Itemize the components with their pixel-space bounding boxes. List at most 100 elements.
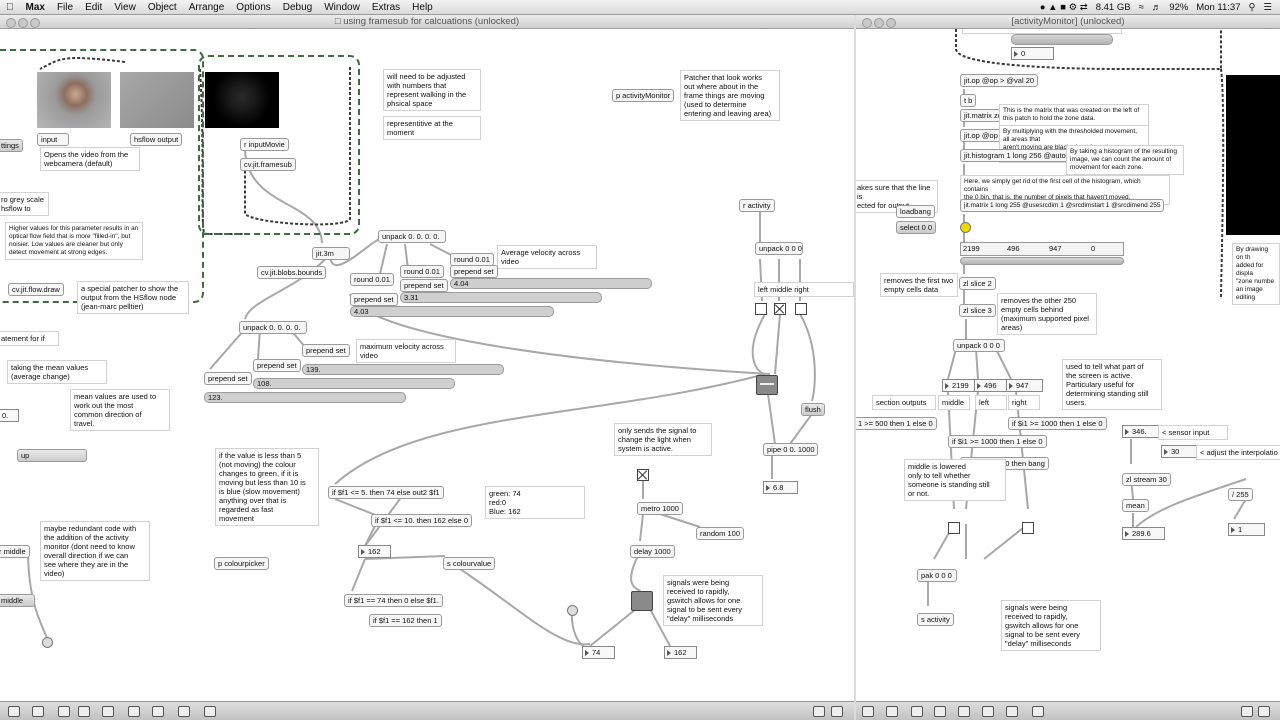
flush-message[interactable]: flush: [801, 403, 825, 416]
settings-message[interactable]: ttings: [0, 139, 23, 152]
menu-arrange[interactable]: Arrange: [181, 1, 225, 13]
prepend-b-object[interactable]: prepend set: [400, 279, 448, 292]
if-500-object[interactable]: 1 >= 500 then 1 else 0: [856, 417, 937, 430]
cv-jit-blobs-bounds-object[interactable]: cv.jit.blobs.bounds: [257, 266, 327, 279]
if-1000b-object[interactable]: if $i1 >= 1000 then 1 else 0: [948, 435, 1047, 448]
zl-slice3-object[interactable]: zl slice 3: [959, 304, 996, 317]
max-velocity-c-display[interactable]: 123.: [204, 392, 406, 403]
r-activity-object[interactable]: r activity: [739, 199, 775, 212]
number-2199[interactable]: 2199: [942, 379, 979, 392]
cv-jit-framesub-object[interactable]: cv.jit.framesub: [240, 158, 296, 171]
apple-icon[interactable]: : [0, 2, 20, 13]
side-grid-icon[interactable]: [911, 706, 923, 717]
prepend-d-object[interactable]: prepend set: [302, 344, 350, 357]
delay-object[interactable]: delay 1000: [630, 545, 675, 558]
presentation-icon[interactable]: [32, 706, 44, 717]
zoom-in-icon[interactable]: [831, 706, 843, 717]
mean-object[interactable]: mean: [1122, 499, 1149, 512]
main-title-bar[interactable]: □ using framesub for calcuations (unlock…: [0, 15, 854, 29]
div-255-object[interactable]: / 255: [1228, 488, 1253, 501]
side-number-0[interactable]: 0: [1011, 47, 1054, 60]
wifi-icon[interactable]: ≈: [1138, 1, 1144, 13]
s-colourvalue-object[interactable]: s colourvalue: [443, 557, 496, 570]
pipe-object[interactable]: pipe 0 0. 1000: [763, 443, 818, 456]
side-window-icon[interactable]: [1032, 706, 1044, 717]
battery-readout[interactable]: 92%: [1169, 1, 1189, 13]
menu-edit[interactable]: Edit: [77, 1, 102, 13]
lock-icon[interactable]: [8, 706, 20, 717]
max-velocity-b-display[interactable]: 108.: [253, 378, 455, 389]
jit-histogram-object[interactable]: jit.histogram 1 long 256 @autoclear 1: [960, 149, 1093, 162]
unpack-000-object[interactable]: unpack 0 0 0: [755, 242, 803, 255]
menu-debug[interactable]: Debug: [275, 1, 312, 13]
round-b-object[interactable]: round 0.01: [400, 265, 444, 278]
side-connect-icon[interactable]: [1006, 706, 1018, 717]
r-inputmovie-object[interactable]: r inputMovie: [240, 138, 289, 151]
cv-flow-draw-object[interactable]: cv.jit.flow.draw: [8, 283, 64, 296]
activity-gswitch[interactable]: [756, 375, 778, 395]
if-162-object[interactable]: if $f1 == 162 then 1: [369, 614, 442, 627]
side-inspector-icon[interactable]: [958, 706, 970, 717]
avg-velocity-a-display[interactable]: 4.04: [450, 278, 652, 289]
metro-toggle[interactable]: [637, 469, 649, 481]
debug-icon[interactable]: [204, 706, 216, 717]
prepend-e-object[interactable]: prepend set: [253, 359, 301, 372]
up-message[interactable]: up: [17, 449, 87, 462]
if-1000a-object[interactable]: if $i1 >= 1000 then 1 else 0: [1008, 417, 1107, 430]
if-f1-5-object[interactable]: if $f1 <= 5. then 74 else out2 $f1: [328, 486, 444, 499]
pak-object[interactable]: pak 0 0 0: [917, 569, 957, 582]
unpack-mid-object[interactable]: unpack 0. 0. 0. 0.: [239, 321, 307, 334]
minimize-window-button[interactable]: [18, 18, 28, 28]
zl-stream-object[interactable]: zl stream 30: [1122, 473, 1171, 486]
window-icon[interactable]: [178, 706, 190, 717]
avg-velocity-c-display[interactable]: 4.03: [350, 306, 554, 317]
round-c-object[interactable]: round 0.01: [350, 273, 394, 286]
middle-toggle-side[interactable]: [948, 522, 960, 534]
middle-bang[interactable]: [42, 637, 53, 648]
jit-3m-object[interactable]: jit.3m: [312, 247, 350, 260]
menu-window[interactable]: Window: [316, 1, 360, 13]
side-zoom-button[interactable]: [886, 18, 896, 28]
middle-toggle[interactable]: [774, 303, 786, 315]
side-info-icon[interactable]: [982, 706, 994, 717]
prepend-f-object[interactable]: prepend set: [204, 372, 252, 385]
search-icon[interactable]: ⚲: [1248, 1, 1256, 13]
menu-app[interactable]: Max: [18, 1, 45, 13]
clock[interactable]: Mon 11:37: [1196, 1, 1241, 13]
side-lock-icon[interactable]: [862, 706, 874, 717]
info-icon[interactable]: [128, 706, 140, 717]
avg-velocity-b-display[interactable]: 3.31: [400, 292, 602, 303]
side-bang[interactable]: [960, 222, 971, 233]
metro-object[interactable]: metro 1000: [637, 502, 683, 515]
menu-file[interactable]: File: [49, 1, 73, 13]
main-patch-canvas[interactable]: ttings ro grey scale hsflow to input hsf…: [0, 29, 854, 702]
loadbang-object[interactable]: loadbang: [896, 205, 935, 218]
side-zoom-out-icon[interactable]: [1241, 706, 1253, 717]
direction-number-box[interactable]: 0.: [0, 409, 19, 422]
prepend-c-object[interactable]: prepend set: [350, 293, 398, 306]
number-496[interactable]: 496: [974, 379, 1011, 392]
menu-object[interactable]: Object: [140, 1, 177, 13]
max-velocity-a-display[interactable]: 139.: [302, 364, 504, 375]
side-presentation-icon[interactable]: [886, 706, 898, 717]
side-new-object-icon[interactable]: [934, 706, 946, 717]
side-close-button[interactable]: [862, 18, 872, 28]
right-toggle-side[interactable]: [1022, 522, 1034, 534]
zoom-window-button[interactable]: [30, 18, 40, 28]
jit-matrix-long-object[interactable]: jit.matrix 1 long 255 @usesrcdim 1 @srcd…: [960, 199, 1165, 212]
hsflow-output-object[interactable]: hsflow output: [130, 133, 183, 146]
random-object[interactable]: random 100: [696, 527, 745, 540]
connect-icon[interactable]: [152, 706, 164, 717]
list-icon[interactable]: ☰: [1263, 1, 1272, 13]
unpack-top-object[interactable]: unpack 0. 0. 0. 0.: [378, 230, 446, 243]
trigger-b-object[interactable]: t b: [960, 94, 977, 107]
number-74[interactable]: 74: [582, 646, 615, 659]
if-f1-10-object[interactable]: if $f1 <= 10. then 162 else 0: [371, 514, 472, 527]
volume-icon[interactable]: ♬: [1151, 1, 1162, 13]
pipe-output-number[interactable]: 6.8: [763, 481, 798, 494]
number-30[interactable]: 30: [1161, 445, 1198, 458]
histogram-cells[interactable]: 2199 496 947 0: [960, 242, 1124, 256]
grid-icon[interactable]: [58, 706, 70, 717]
colour-bang[interactable]: [567, 605, 578, 616]
number-2896[interactable]: 289.6: [1122, 527, 1165, 540]
